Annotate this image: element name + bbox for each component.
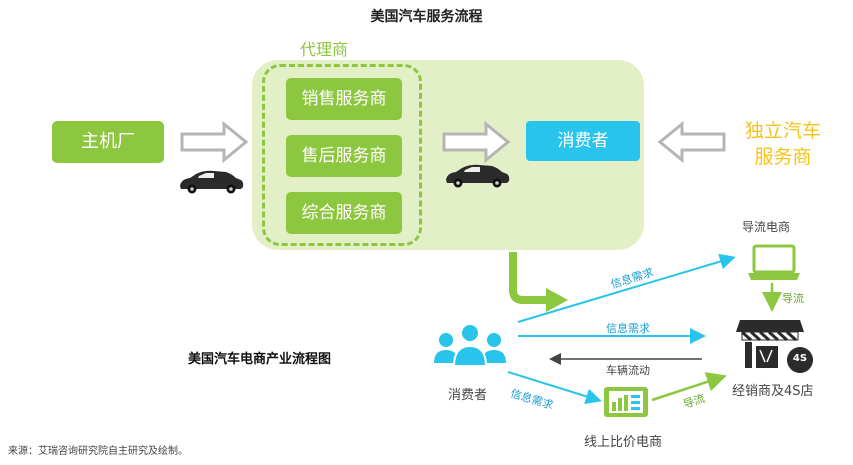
green-bent-arrow-icon bbox=[509, 252, 568, 312]
car-icon bbox=[446, 164, 510, 188]
consumer-box: 消费者 bbox=[526, 121, 640, 161]
after-sales-service-box: 售后服务商 bbox=[286, 135, 402, 177]
price-compare-label: 线上比价电商 bbox=[584, 435, 663, 450]
consumer-label: 消费者 bbox=[448, 388, 488, 403]
agent-dashed-frame bbox=[262, 64, 422, 246]
vehicle-flow-label: 车辆流动 bbox=[606, 364, 650, 377]
car-icon bbox=[180, 170, 244, 194]
oem-box: 主机厂 bbox=[52, 121, 164, 163]
consumer-people-icon bbox=[434, 323, 506, 367]
independent-service-label: 独立汽车 服务商 bbox=[728, 118, 838, 170]
laptop-icon bbox=[748, 244, 800, 280]
integrated-service-box: 综合服务商 bbox=[286, 192, 402, 234]
store-icon bbox=[736, 320, 813, 373]
sales-service-box: 销售服务商 bbox=[286, 78, 402, 120]
independent-line-1: 独立汽车 bbox=[744, 120, 821, 142]
arrow-independent-to-consumer-icon bbox=[657, 120, 726, 164]
store-4s-badge: 4S bbox=[792, 353, 808, 364]
arrow-agent-to-consumer-icon bbox=[442, 120, 511, 164]
price-compare-device-icon bbox=[604, 387, 648, 417]
info-demand-label-2: 信息需求 bbox=[606, 322, 650, 335]
independent-line-2: 服务商 bbox=[754, 146, 812, 168]
guide-label-1: 导流 bbox=[782, 292, 804, 305]
guide-platform-label: 导流电商 bbox=[742, 220, 791, 234]
page-title: 美国汽车服务流程 bbox=[370, 9, 483, 25]
agent-label: 代理商 bbox=[300, 40, 349, 59]
dealer-label: 经销商及4S店 bbox=[732, 384, 814, 399]
arrow-oem-to-agent-icon bbox=[180, 120, 249, 164]
ecommerce-flow-title: 美国汽车电商产业流程图 bbox=[188, 352, 332, 367]
source-note: 来源：艾瑞咨询研究院自主研究及绘制。 bbox=[8, 446, 188, 457]
